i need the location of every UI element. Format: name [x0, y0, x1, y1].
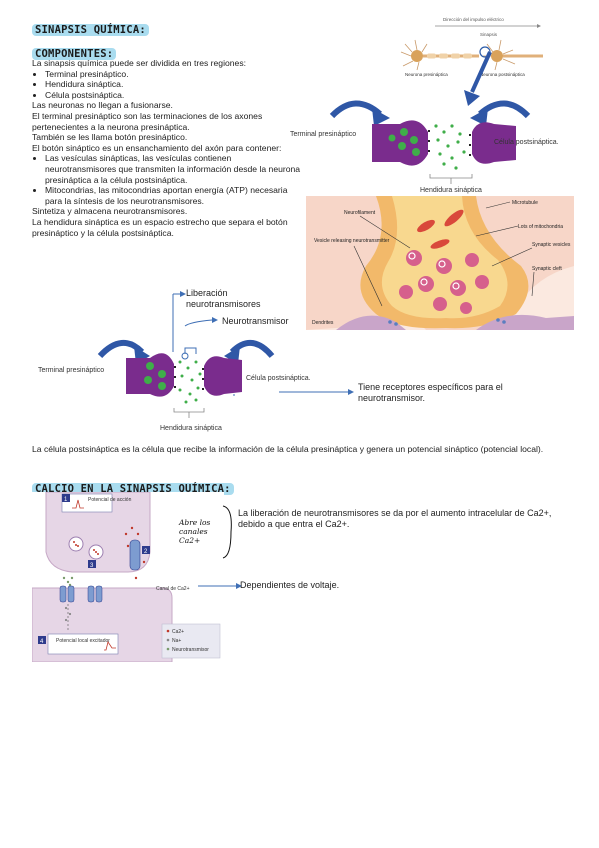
components-text: La sinapsis química puede ser dividida e…	[32, 58, 304, 238]
pre-neuron-label: Neurona presináptica	[405, 72, 448, 77]
channel-note: Dependientes de voltaje.	[240, 580, 340, 590]
list-item: Célula postsináptica.	[45, 90, 304, 101]
release-label: Liberación neurotransmisores	[186, 288, 261, 309]
components-heading-text: COMPONENTES:	[32, 48, 117, 60]
microtubule-label: Microtubule	[512, 200, 538, 206]
postsynaptic-paragraph: La célula postsináptica es la célula que…	[32, 444, 544, 454]
channel-label: Canal de Ca2+	[156, 586, 190, 592]
synaptic-vesicles-label: Synaptic vesicles	[532, 242, 571, 248]
legend-box	[161, 623, 221, 659]
direction-arrow-head	[537, 24, 541, 28]
paragraph: Las neuronas no llegan a fusionarse.	[32, 100, 173, 111]
calcium-ions	[124, 526, 146, 580]
list-item: Hendidura sináptica.	[45, 79, 304, 90]
section-components-heading: COMPONENTES:	[32, 44, 117, 62]
page-title-text: SINAPSIS QUÍMICA:	[32, 24, 149, 36]
synapse-schematic-middle: Terminal presináptico Célula postsinápti…	[38, 291, 354, 432]
page-title: SINAPSIS QUÍMICA:	[32, 20, 149, 38]
myelin-segments	[427, 53, 472, 59]
receptor-dots	[174, 366, 204, 390]
step4-badge	[38, 636, 46, 644]
neurotransmitter-dots	[178, 360, 202, 404]
sodium-ions	[64, 606, 72, 622]
mitochondria	[417, 209, 464, 249]
vesicle-contents	[73, 541, 99, 555]
post-neuron-body	[491, 50, 503, 62]
action-potential-trace	[72, 499, 84, 509]
synapse-illustration: Neurofilament Microtubule Lots of mitoch…	[306, 196, 574, 330]
vesicle-highlights	[408, 252, 460, 290]
paragraph: La hendidura sináptica es un espacio est…	[32, 216, 288, 238]
paragraph: El botón sináptico es un ensanchamiento …	[32, 142, 282, 153]
calcium-text: La liberación de neurotransmisores se da…	[238, 508, 552, 529]
list-item: Mitocondrias, las mitocondrias aportan e…	[45, 185, 304, 206]
presynaptic-terminal-shape	[126, 353, 174, 397]
neurotransmitter-dots	[434, 124, 466, 170]
channel-arrow	[198, 583, 242, 589]
zoom-arrow	[464, 51, 492, 106]
dendrites-label: Dendrites	[312, 320, 334, 326]
step2-badge	[142, 546, 150, 554]
legend-ca: Ca2+	[172, 629, 184, 635]
cleft-label: Hendidura sináptica	[420, 187, 482, 194]
terminal-label: Terminal presináptico	[38, 367, 104, 374]
legend-na: Na+	[172, 638, 181, 644]
step4-label: Potencial local excitador	[56, 638, 110, 644]
step1-label: Potencial de acción	[88, 497, 132, 503]
step1-badge	[62, 494, 70, 502]
pre-neuron-dendrites	[400, 39, 428, 71]
released-neurotransmitter	[388, 318, 506, 326]
list-item: Terminal presináptico.	[45, 69, 304, 80]
receptor-note: Tiene receptores específicos para el neu…	[358, 382, 503, 403]
list-item: Las vesículas sinápticas, las vesículas …	[45, 153, 304, 185]
receptor-dots	[428, 130, 471, 156]
calcium-diagram: 1 Potencial de acción 2 3 4 Potencial lo…	[32, 492, 224, 662]
step1-number: 1	[64, 497, 68, 503]
post-cell-label: Célula postsináptica.	[494, 139, 559, 146]
neurotransmitter-label: Neurotransmisor	[222, 316, 289, 326]
excitatory-potential-trace	[104, 641, 116, 651]
neurofilament-label: Neurofilament	[344, 210, 376, 216]
neurotransmitter-release	[62, 576, 74, 587]
post-axon	[503, 54, 543, 58]
step3-number: 3	[90, 563, 94, 569]
step2-number: 2	[144, 549, 148, 555]
regions-list: Terminal presináptico. Hendidura sinápti…	[32, 69, 304, 101]
step4-number: 4	[40, 639, 44, 645]
mitochondria-label: Lots of mitochondria	[518, 224, 563, 230]
direction-label: Dirección del impulso eléctrico	[443, 17, 504, 22]
cleft-label: Hendidura sináptica	[160, 425, 222, 432]
synapse-schematic-top: Terminal presináptico Célula postsinápti…	[290, 100, 559, 194]
intro-text: La sinapsis química puede ser dividida e…	[32, 58, 247, 68]
postsynaptic-receptors	[59, 585, 103, 603]
neurotransmitter-pointer	[184, 319, 213, 327]
pre-neuron-body	[411, 50, 423, 62]
vesicles	[388, 128, 420, 156]
synapse-label: Sinapsis	[480, 32, 498, 37]
paragraph: El terminal presináptico son las termina…	[32, 110, 263, 132]
legend-nt: Neurotransmisor	[172, 647, 209, 653]
neuron-diagram: Dirección del impulso eléctrico Sinapsis…	[400, 17, 543, 77]
handwritten-note: Abre los canales Ca2+	[179, 518, 211, 545]
calcium-channel	[129, 539, 141, 571]
paragraph: Sintetiza y almacena neurotransmisores.	[32, 206, 188, 217]
leader-lines	[353, 201, 535, 307]
vesicle-releasing-label: Vesicle releasing neurotransmitter	[314, 238, 390, 244]
post-neuron-label: Neurona postsináptica	[480, 72, 525, 77]
annotation-bracket	[222, 505, 232, 559]
contents-list: Las vesículas sinápticas, las vesículas …	[32, 153, 304, 206]
paragraph: También se les llama botón presináptico.	[32, 132, 188, 143]
step3-badge	[88, 560, 96, 568]
synaptic-cleft-label: Synaptic cleft	[532, 266, 562, 272]
post-cell-label: Célula postsináptica.	[246, 375, 311, 382]
terminal-label: Terminal presináptico	[290, 131, 356, 138]
vesicles	[144, 362, 166, 390]
postsynaptic-cell-shape	[204, 356, 242, 396]
postsynaptic-cell-shape	[472, 122, 516, 164]
